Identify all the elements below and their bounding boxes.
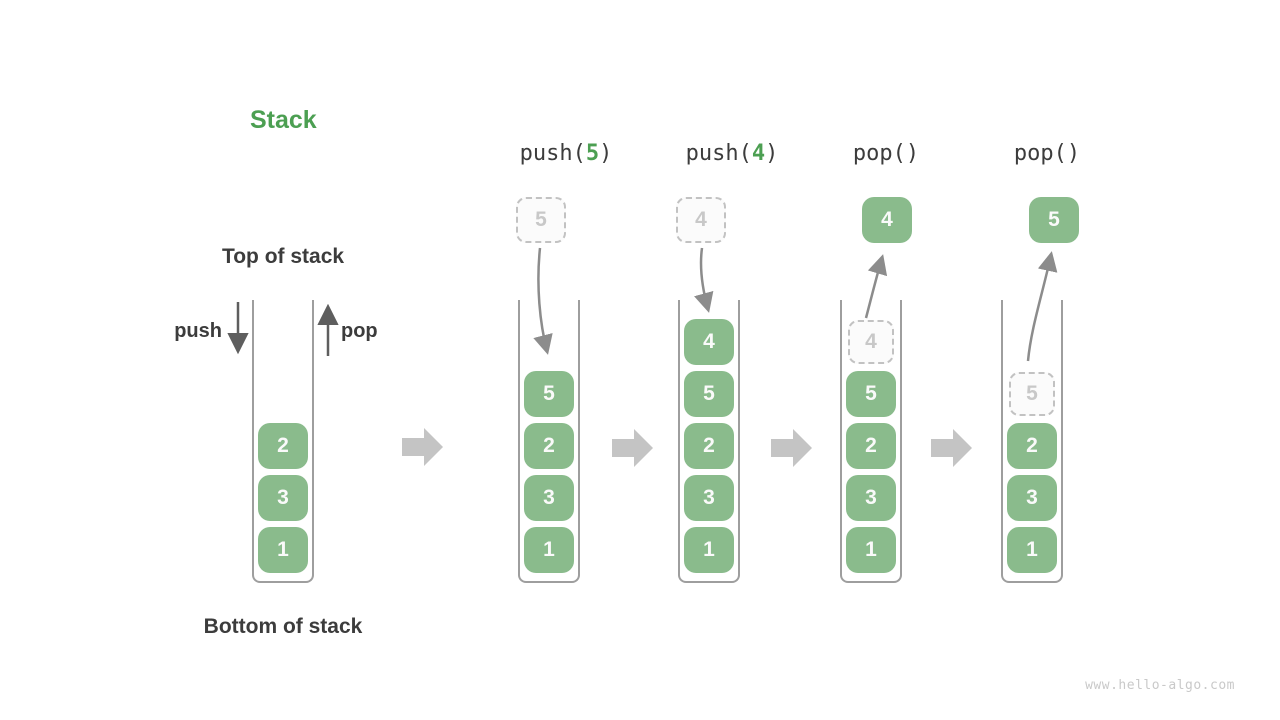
- stack-item: 1: [258, 527, 308, 573]
- stack-item: 1: [684, 527, 734, 573]
- operation-label: push(5): [519, 141, 613, 166]
- floating-value-box: 5: [1029, 197, 1079, 243]
- stack-item-ghost: 5: [1009, 372, 1055, 416]
- watermark: www.hello-algo.com: [1085, 678, 1235, 693]
- operation-label: pop(): [852, 141, 920, 166]
- stack-item: 3: [1007, 475, 1057, 521]
- stack-item: 1: [524, 527, 574, 573]
- stack-item: 3: [524, 475, 574, 521]
- operation-label: push(4): [685, 141, 779, 166]
- operation-label: pop(): [1013, 141, 1081, 166]
- stack-item: 5: [684, 371, 734, 417]
- stack-item: 4: [684, 319, 734, 365]
- stack-item: 5: [846, 371, 896, 417]
- stack-item: 2: [258, 423, 308, 469]
- stack-item: 3: [846, 475, 896, 521]
- transition-arrow-icon: [402, 428, 443, 466]
- stack-item: 3: [684, 475, 734, 521]
- stack-item: 5: [524, 371, 574, 417]
- transition-arrow-icon: [931, 429, 972, 467]
- bottom-of-stack-label: Bottom of stack: [203, 615, 363, 638]
- push-label: push: [174, 320, 222, 342]
- stack-item: 2: [846, 423, 896, 469]
- top-of-stack-label: Top of stack: [221, 245, 345, 268]
- transition-arrow-icon: [771, 429, 812, 467]
- stack-item: 1: [846, 527, 896, 573]
- stack-item: 1: [1007, 527, 1057, 573]
- stack-item: 2: [684, 423, 734, 469]
- floating-ghost-box: 5: [516, 197, 566, 243]
- stack-item: 2: [1007, 423, 1057, 469]
- stack-item: 3: [258, 475, 308, 521]
- stack-item-ghost: 4: [848, 320, 894, 364]
- stack-item: 2: [524, 423, 574, 469]
- pop-label: pop: [341, 320, 378, 342]
- floating-ghost-box: 4: [676, 197, 726, 243]
- diagram-title: Stack: [250, 106, 317, 134]
- transition-arrow-icon: [612, 429, 653, 467]
- floating-value-box: 4: [862, 197, 912, 243]
